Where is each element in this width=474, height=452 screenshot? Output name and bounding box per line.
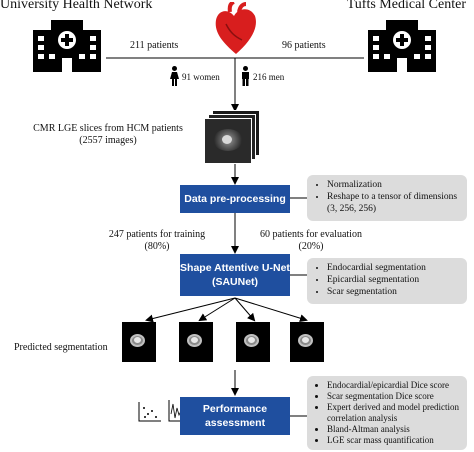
evaluation-split-percent: (20%) [298, 241, 324, 252]
perf-note-correlation: Expert derived and model prediction corr… [327, 402, 461, 424]
men-count: 216 men [253, 72, 285, 82]
training-split-count: 247 patients for training [108, 229, 206, 240]
preproc-note-reshape: Reshape to a tensor of dimensions(3, 256… [327, 191, 461, 215]
saunet-title: Shape Attentive U-Net [180, 262, 290, 274]
fanout-line-1 [145, 297, 236, 323]
cmr-label-line2: (2557 images) [79, 135, 137, 146]
predicted-segmentation-image-4 [290, 322, 324, 362]
left-institution-name: University Health Network [0, 0, 153, 12]
cmr-image-stack [200, 110, 262, 164]
preprocessing-notes: Normalization Reshape to a tensor of dim… [307, 175, 467, 221]
fanout-line-4 [234, 297, 308, 323]
performance-assessment-box: Performance assessment [180, 397, 290, 435]
right-patient-count: 96 patients [282, 40, 326, 51]
predicted-segmentation-image-3 [236, 322, 270, 362]
fanout-line-3 [234, 297, 256, 322]
cmr-label: CMR LGE slices from HCM patients (2557 i… [8, 123, 208, 147]
performance-title-line2: assessment [204, 417, 266, 429]
left-patient-count: 211 patients [130, 40, 179, 51]
saunet-abbrev: (SAUNet) [211, 276, 259, 288]
saunet-model-box: Shape Attentive U-Net (SAUNet) [180, 254, 290, 296]
mri-slice-front [204, 118, 252, 164]
saunet-note-endocardial: Endocardial segmentation [327, 262, 461, 274]
saunet-note-epicardial: Epicardial segmentation [327, 274, 461, 286]
perf-note-endo-epi-dice: Endocardial/epicardial Dice score [327, 380, 461, 391]
perf-note-bland-altman: Bland-Altman analysis [327, 424, 461, 435]
hospital-icon-left [33, 20, 101, 72]
data-preprocessing-box: Data pre-processing [180, 185, 290, 213]
evaluation-split: 60 patients for evaluation (20%) [236, 229, 386, 253]
training-split-percent: (80%) [144, 241, 170, 252]
perf-note-scar-dice: Scar segmentation Dice score [327, 391, 461, 402]
right-institution-name: Tufts Medical Center [346, 0, 466, 12]
woman-icon [170, 66, 179, 86]
performance-title-line1: Performance [202, 403, 268, 415]
predicted-segmentation-image-1 [122, 322, 156, 362]
training-split: 247 patients for training (80%) [82, 229, 232, 253]
scatter-plot-icon [138, 402, 161, 422]
predicted-segmentation-image-2 [179, 322, 213, 362]
cmr-label-line1: CMR LGE slices from HCM patients [33, 123, 183, 134]
saunet-note-scar: Scar segmentation [327, 286, 461, 298]
saunet-notes: Endocardial segmentation Epicardial segm… [307, 258, 467, 304]
performance-notes: Endocardial/epicardial Dice score Scar s… [307, 376, 467, 450]
predicted-segmentation-label: Predicted segmentation [14, 342, 108, 353]
heart-icon [215, 2, 256, 54]
perf-note-lge-scar-mass: LGE scar mass quantification [327, 435, 461, 446]
women-count: 91 women [182, 72, 220, 82]
evaluation-split-count: 60 patients for evaluation [260, 229, 362, 240]
preproc-note-normalization: Normalization [327, 179, 461, 191]
man-icon [242, 66, 249, 86]
hospital-icon-right [368, 20, 436, 72]
fanout-line-2 [198, 297, 236, 322]
